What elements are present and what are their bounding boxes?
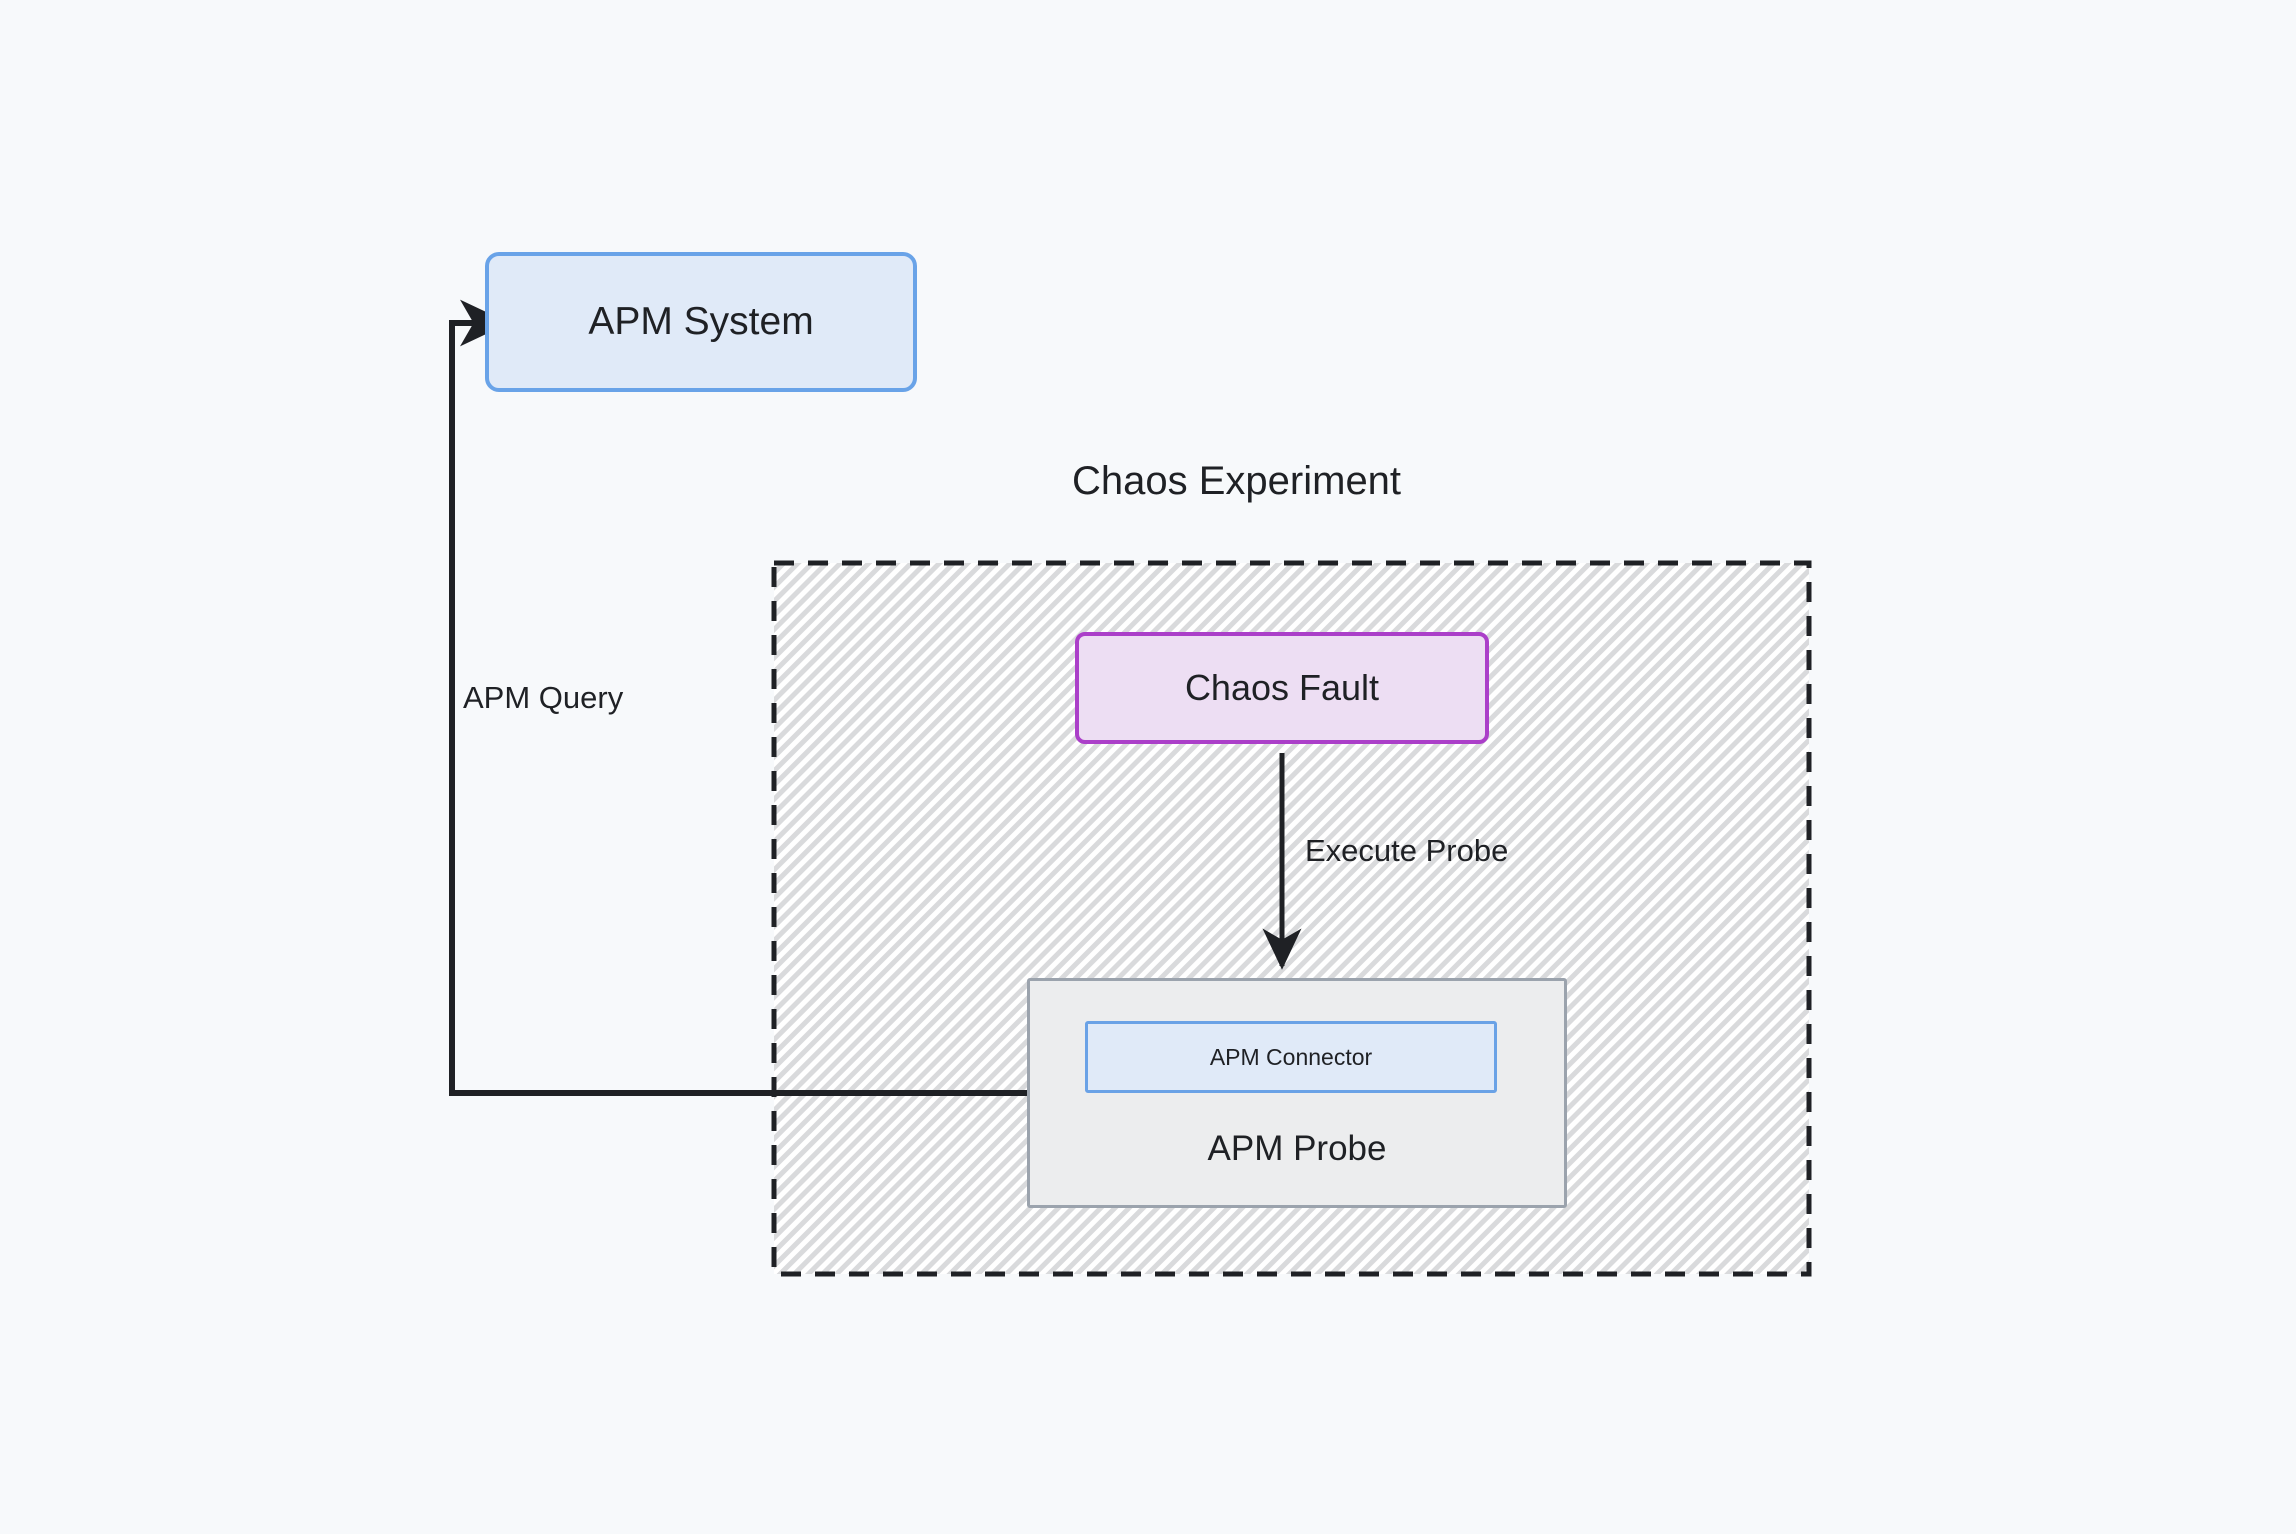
chaos-experiment-title: Chaos Experiment [1072,459,1402,503]
node-chaos-fault[interactable]: Chaos Fault [1075,632,1489,744]
node-apm-system-label: APM System [588,300,814,343]
node-apm-probe[interactable]: APM Connector APM Probe [1027,978,1567,1208]
node-chaos-fault-label: Chaos Fault [1184,667,1380,708]
edge-label-execute-probe: Execute Probe [1305,833,1509,868]
node-apm-connector[interactable]: APM Connector [1085,1021,1497,1093]
node-apm-connector-label: APM Connector [1209,1043,1373,1070]
node-apm-system[interactable]: APM System [485,252,917,392]
node-apm-probe-label: APM Probe [1207,1129,1387,1168]
edge-label-apm-query: APM Query [463,680,624,715]
